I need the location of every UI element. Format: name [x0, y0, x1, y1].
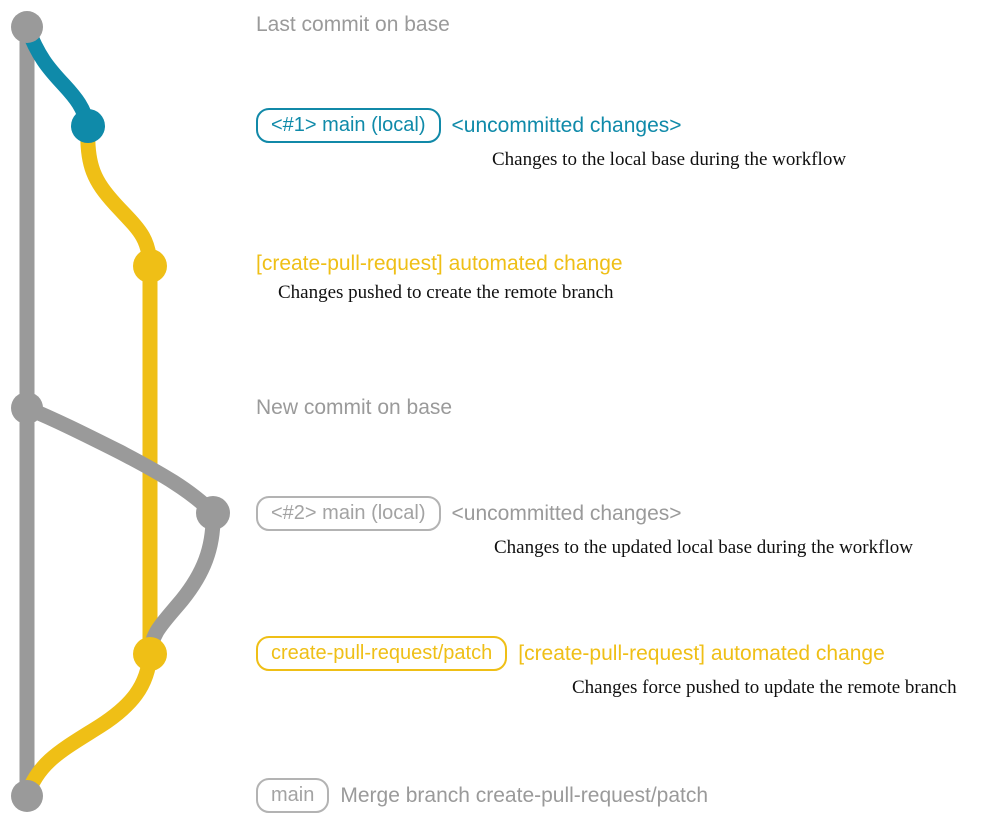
commit-subject: New commit on base — [256, 396, 453, 419]
commit-note: Changes pushed to create the remote bran… — [278, 282, 614, 303]
edge-patch2-to-merge — [19, 646, 158, 804]
commit-row-local-uncommitted-2: <#2> main (local) <uncommitted changes> … — [256, 496, 913, 559]
branch-badge-create-pull-request-patch[interactable]: create-pull-request/patch — [256, 636, 508, 671]
commit-row-local-uncommitted-1: <#1> main (local) <uncommitted changes> … — [256, 108, 846, 171]
commit-node-base-merge — [11, 780, 43, 812]
branch-badge-main[interactable]: main — [256, 778, 330, 813]
commit-node-patch-1 — [133, 249, 167, 283]
commit-subject: [create-pull-request] automated change — [518, 641, 885, 665]
commit-note: Changes force pushed to update the remot… — [572, 677, 957, 698]
commit-row-new-commit-on-base: New commit on base — [256, 396, 452, 420]
commit-note: Changes to the updated local base during… — [494, 537, 913, 558]
commit-node-local-1 — [71, 109, 105, 143]
edge-local1-to-patch1 — [80, 118, 158, 274]
commit-row-automated-change-2: create-pull-request/patch [create-pull-r… — [256, 636, 957, 699]
branch-badge-main-local-2[interactable]: <#2> main (local) — [256, 496, 441, 531]
commit-node-base-last — [11, 11, 43, 43]
edge-base-to-local1 — [19, 19, 96, 134]
commit-node-patch-2 — [133, 637, 167, 671]
commit-row-merge-commit: main Merge branch create-pull-request/pa… — [256, 778, 708, 813]
commit-subject: <uncommitted changes> — [451, 501, 682, 525]
commit-node-local-2 — [196, 496, 230, 530]
commit-node-base-new — [11, 392, 43, 424]
edge-basenew-to-local2 — [19, 400, 221, 521]
commit-subject: Last commit on base — [256, 13, 450, 36]
commit-subject: Merge branch create-pull-request/patch — [340, 783, 709, 807]
commit-row-automated-change-1: [create-pull-request] automated change C… — [256, 252, 623, 304]
commit-row-last-commit-on-base: Last commit on base — [256, 13, 450, 37]
commit-note: Changes to the local base during the wor… — [492, 149, 847, 170]
commit-subject: <uncommitted changes> — [451, 113, 682, 137]
edge-local2-to-patch2 — [142, 505, 221, 662]
commit-subject: [create-pull-request] automated change — [256, 252, 623, 275]
branch-badge-main-local-1[interactable]: <#1> main (local) — [256, 108, 441, 143]
